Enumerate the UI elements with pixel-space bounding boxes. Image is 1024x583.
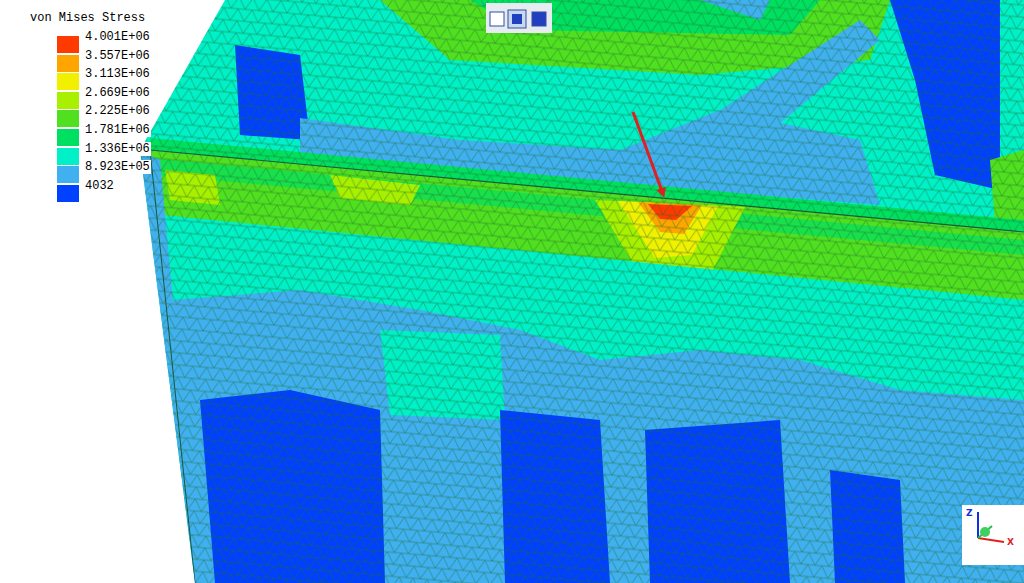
callout-arrow <box>633 112 663 194</box>
legend-value: 1.336E+06 <box>84 142 151 156</box>
legend-value: 4032 <box>84 179 115 193</box>
legend-value: 3.113E+06 <box>84 67 151 81</box>
axis-label: X <box>1007 537 1014 547</box>
legend-value: 8.923E+05 <box>84 160 151 174</box>
legend-swatch <box>57 73 79 90</box>
legend-value: 2.669E+06 <box>84 86 151 100</box>
view-toolbar <box>486 3 552 33</box>
legend-swatch <box>57 129 79 146</box>
legend-swatch <box>57 55 79 72</box>
legend-value: 1.781E+06 <box>84 123 151 137</box>
legend-swatch <box>57 92 79 109</box>
legend-title: von Mises Stress <box>30 11 145 25</box>
legend-swatch <box>57 166 79 183</box>
axis-triad <box>962 505 1024 565</box>
legend-swatch <box>57 110 79 127</box>
legend-value: 3.557E+06 <box>84 49 151 63</box>
legend-swatch <box>57 36 79 53</box>
legend-value: 2.225E+06 <box>84 104 151 118</box>
axis-label: Z <box>966 508 973 518</box>
legend-value: 4.001E+06 <box>84 30 151 44</box>
legend-swatch <box>57 148 79 165</box>
legend-swatch <box>57 185 79 202</box>
